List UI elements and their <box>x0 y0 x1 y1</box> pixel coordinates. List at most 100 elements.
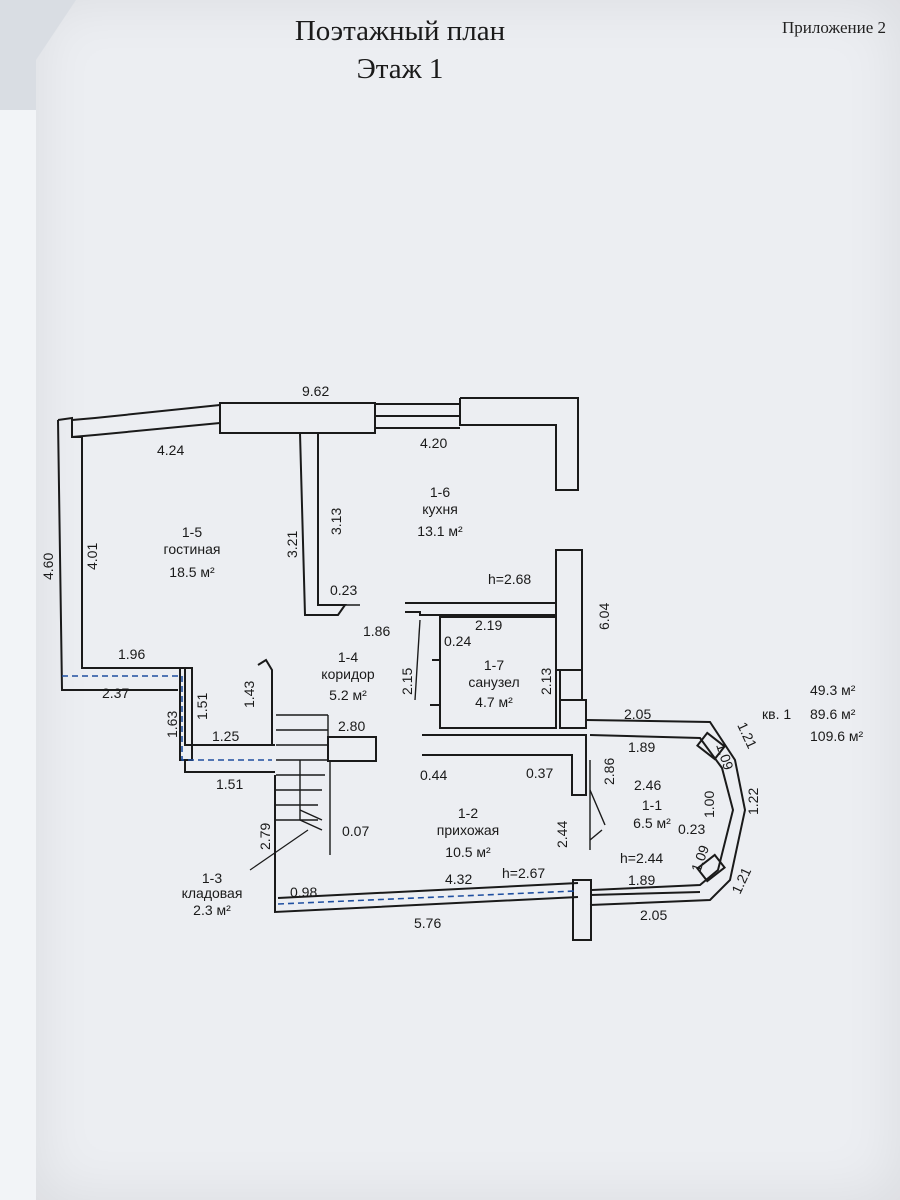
dim-bottom-098: 0.98 <box>290 884 317 900</box>
dim-left-step-v2: 1.51 <box>194 693 210 720</box>
room-id: 1-2 <box>458 805 478 821</box>
dim-bay-246: 2.46 <box>634 777 661 793</box>
dim-left-step-top: 1.96 <box>118 646 145 662</box>
dim-left-step-bottom: 2.37 <box>102 685 129 701</box>
wall-top-mid <box>219 402 376 434</box>
dim-023: 0.23 <box>330 582 357 598</box>
dim-bay-109-top: 1.09 <box>713 741 737 772</box>
dim-bay-189-bot: 1.89 <box>628 872 655 888</box>
dim-bay-205-top: 2.05 <box>624 706 651 722</box>
dim-step-151: 1.51 <box>216 776 243 792</box>
dim-hall-044: 0.44 <box>420 767 447 783</box>
appendix-label: Приложение 2 <box>782 18 886 37</box>
dim-h-268: h=2.68 <box>488 571 531 587</box>
dim-024: 0.24 <box>444 633 471 649</box>
room-1-1: 1-1 6.5 м² <box>633 797 671 831</box>
dim-bay-189-top: 1.89 <box>628 739 655 755</box>
dim-hall-037: 0.37 <box>526 765 553 781</box>
page-title: Поэтажный план Этаж 1 <box>230 12 570 88</box>
room-name: прихожая <box>437 822 499 838</box>
room-area: 5.2 м² <box>329 687 367 703</box>
total-with-extra: 109.6 м² <box>810 728 864 744</box>
room-id: 1-3 <box>202 870 222 886</box>
dim-stair-h: 1.43 <box>241 681 257 708</box>
stair <box>276 714 331 855</box>
dimension-labels: 9.62 4.24 4.20 4.60 4.01 3.21 3.13 0.23 … <box>40 383 761 931</box>
dim-left-step-v1: 1.63 <box>164 711 180 738</box>
room-1-4: 1-4 коридор 5.2 м² <box>321 649 375 703</box>
room-area: 18.5 м² <box>169 564 215 580</box>
dim-wall-a: 3.21 <box>284 531 300 558</box>
wall-bay-outer <box>585 719 747 906</box>
dim-corr-280: 2.80 <box>338 718 365 734</box>
paper-sheet <box>36 0 900 1200</box>
stair-post <box>257 658 273 745</box>
room-id: 1-6 <box>430 484 450 500</box>
total-living: 49.3 м² <box>810 682 856 698</box>
wall-hall-top <box>422 734 587 796</box>
dim-bay-205-bot: 2.05 <box>640 907 667 923</box>
dim-pantry-279: 2.79 <box>257 823 273 850</box>
dim-bay-109-bot: 1.09 <box>688 843 712 874</box>
dim-pantry-007: 0.07 <box>342 823 369 839</box>
dim-bath-left: 2.15 <box>399 668 415 695</box>
dim-bottom-576: 5.76 <box>414 915 441 931</box>
dim-hall-286: 2.86 <box>601 758 617 785</box>
dim-left-inner: 4.01 <box>84 543 100 570</box>
room-area: 13.1 м² <box>417 523 463 539</box>
room-name: гостиная <box>164 541 221 557</box>
title-line-1: Поэтажный план <box>294 15 506 47</box>
room-name: кухня <box>422 501 458 517</box>
plan-walls <box>57 397 747 941</box>
dim-wall-b: 3.13 <box>328 508 344 535</box>
total-area: 89.6 м² <box>810 706 856 722</box>
wall-top-left <box>71 404 221 421</box>
wall-top-left-inner <box>71 422 221 438</box>
total-apartment: кв. 1 <box>762 706 791 722</box>
wall-bottom-inner <box>274 775 579 914</box>
wall-left-outer <box>57 419 178 691</box>
dim-bay-100: 1.00 <box>701 791 717 818</box>
room-labels: 1-5 гостиная 18.5 м² 1-6 кухня 13.1 м² 1… <box>164 484 672 918</box>
dim-left-top: 4.24 <box>157 442 184 458</box>
dim-right-side: 6.04 <box>596 603 612 630</box>
room-id: 1-1 <box>642 797 662 813</box>
dim-step-125: 1.25 <box>212 728 239 744</box>
wall-bottom <box>277 882 579 899</box>
dim-hall-244: 2.44 <box>554 821 570 848</box>
room-area: 2.3 м² <box>193 902 231 918</box>
room-name: коридор <box>321 666 375 682</box>
room-id: 1-4 <box>338 649 358 665</box>
room-1-3: 1-3 кладовая 2.3 м² <box>182 829 309 918</box>
room-area: 6.5 м² <box>633 815 671 831</box>
wall-top-right <box>459 397 579 491</box>
room-1-5: 1-5 гостиная 18.5 м² <box>164 524 221 580</box>
room-name: кладовая <box>182 885 243 901</box>
dim-h-267: h=2.67 <box>502 865 545 881</box>
dim-bath-top: 2.19 <box>475 617 502 633</box>
room-area: 10.5 м² <box>445 844 491 860</box>
wall-interior-a <box>299 432 347 616</box>
wall-stair-right <box>327 736 377 762</box>
room-1-6: 1-6 кухня 13.1 м² <box>417 484 463 539</box>
plan-blue-lines <box>62 675 576 905</box>
room-area: 4.7 м² <box>475 694 513 710</box>
wall-left-inner <box>57 416 275 746</box>
room-id: 1-7 <box>484 657 504 673</box>
dim-bath-right: 2.13 <box>538 668 554 695</box>
title-line-2: Этаж 1 <box>356 53 444 85</box>
dim-bottom-432: 4.32 <box>445 871 472 887</box>
dim-kitchen-top: 4.20 <box>420 435 447 451</box>
dim-top-overall: 9.62 <box>302 383 329 399</box>
wall-bath-top <box>405 602 557 616</box>
wall-bottom-post <box>572 879 592 941</box>
wall-bay-inner <box>589 734 735 891</box>
dim-bay-121-top: 1.21 <box>734 720 760 752</box>
dim-bay-122: 1.22 <box>745 788 761 815</box>
dim-corr-width: 1.86 <box>363 623 390 639</box>
room-id: 1-5 <box>182 524 202 540</box>
dim-left-outer: 4.60 <box>40 553 56 580</box>
dim-bay-023: 0.23 <box>678 821 705 837</box>
room-1-2: 1-2 прихожая 10.5 м² <box>437 805 499 860</box>
